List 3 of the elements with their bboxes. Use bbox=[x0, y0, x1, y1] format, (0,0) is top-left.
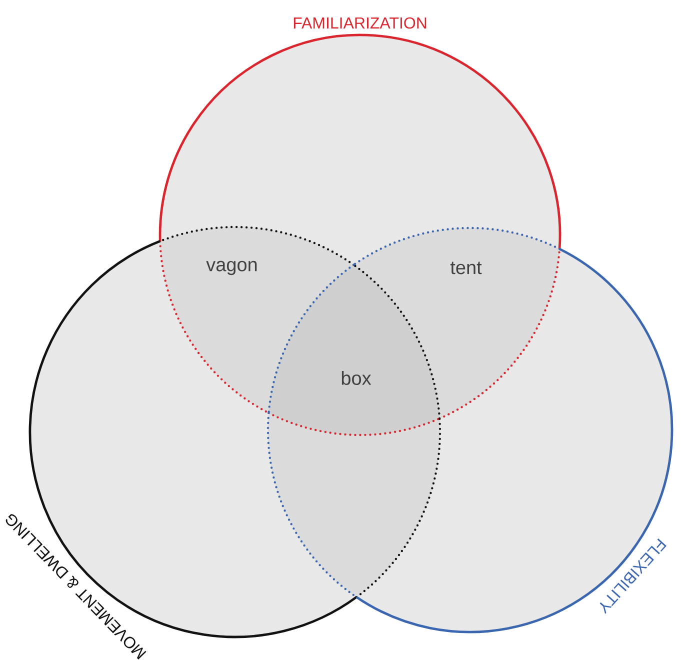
region-label: box bbox=[342, 371, 372, 385]
region-label: tent bbox=[450, 262, 482, 274]
region-label: vagon bbox=[206, 260, 257, 276]
